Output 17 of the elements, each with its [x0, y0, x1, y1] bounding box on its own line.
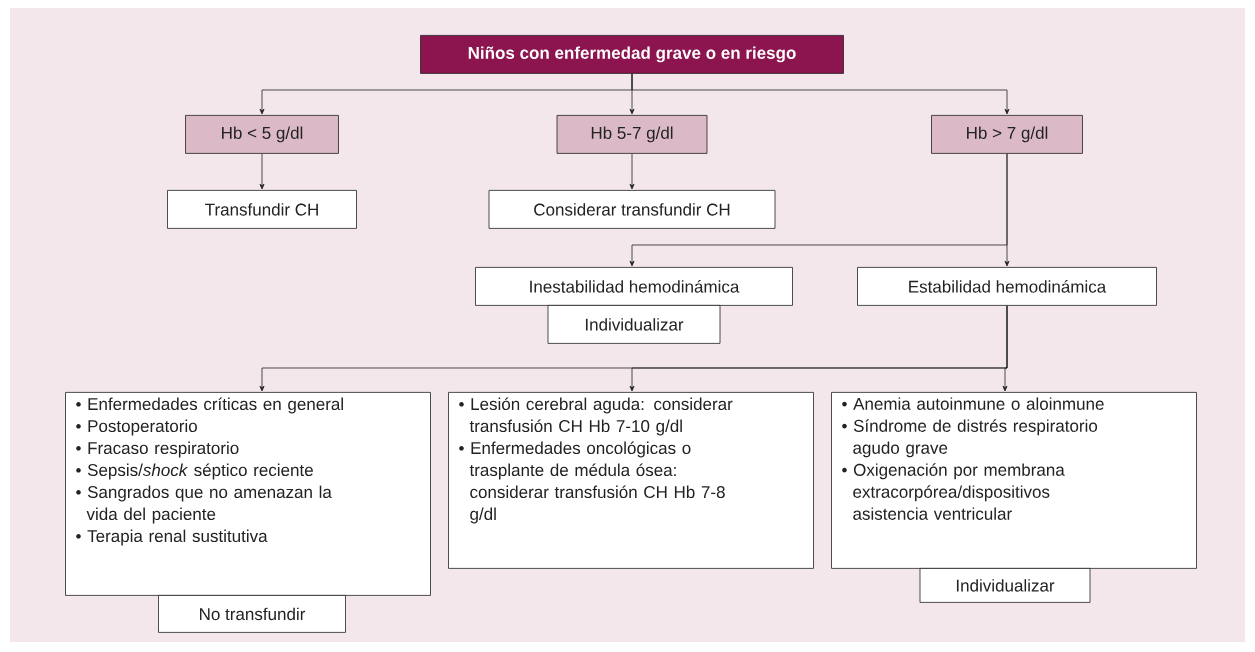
title-box: Niños con enfermedad grave o en riesgo — [420, 35, 844, 74]
arrow — [259, 153, 265, 190]
arrow — [1002, 305, 1008, 392]
threshold-box: Hb > 7 g/dl — [931, 115, 1083, 154]
arrow — [1004, 153, 1010, 267]
outcome-box: Inestabilidad hemodinámica — [475, 267, 793, 306]
arrow — [629, 153, 635, 190]
outcome-box: No transfundir — [158, 595, 346, 633]
outcome-box: Individualizar — [919, 568, 1091, 603]
criteria-box: • Lesión cerebral aguda: considerar transfusión CH Hb 7-10 g/dl • Enfermedades oncológicas o trasplante de médula ósea: considerar transfusión CH Hb 7-8 g/dl — [448, 392, 814, 569]
outcome-box: Individualizar — [547, 305, 721, 344]
outcome-box: Estabilidad hemodinámica — [857, 267, 1157, 306]
threshold-box: Hb 5-7 g/dl — [556, 115, 708, 154]
outcome-box: Considerar transfundir CH — [488, 190, 776, 229]
arrow — [631, 73, 1010, 115]
threshold-box: Hb < 5 g/dl — [185, 115, 339, 154]
outcome-box: Transfundir CH — [167, 190, 357, 229]
